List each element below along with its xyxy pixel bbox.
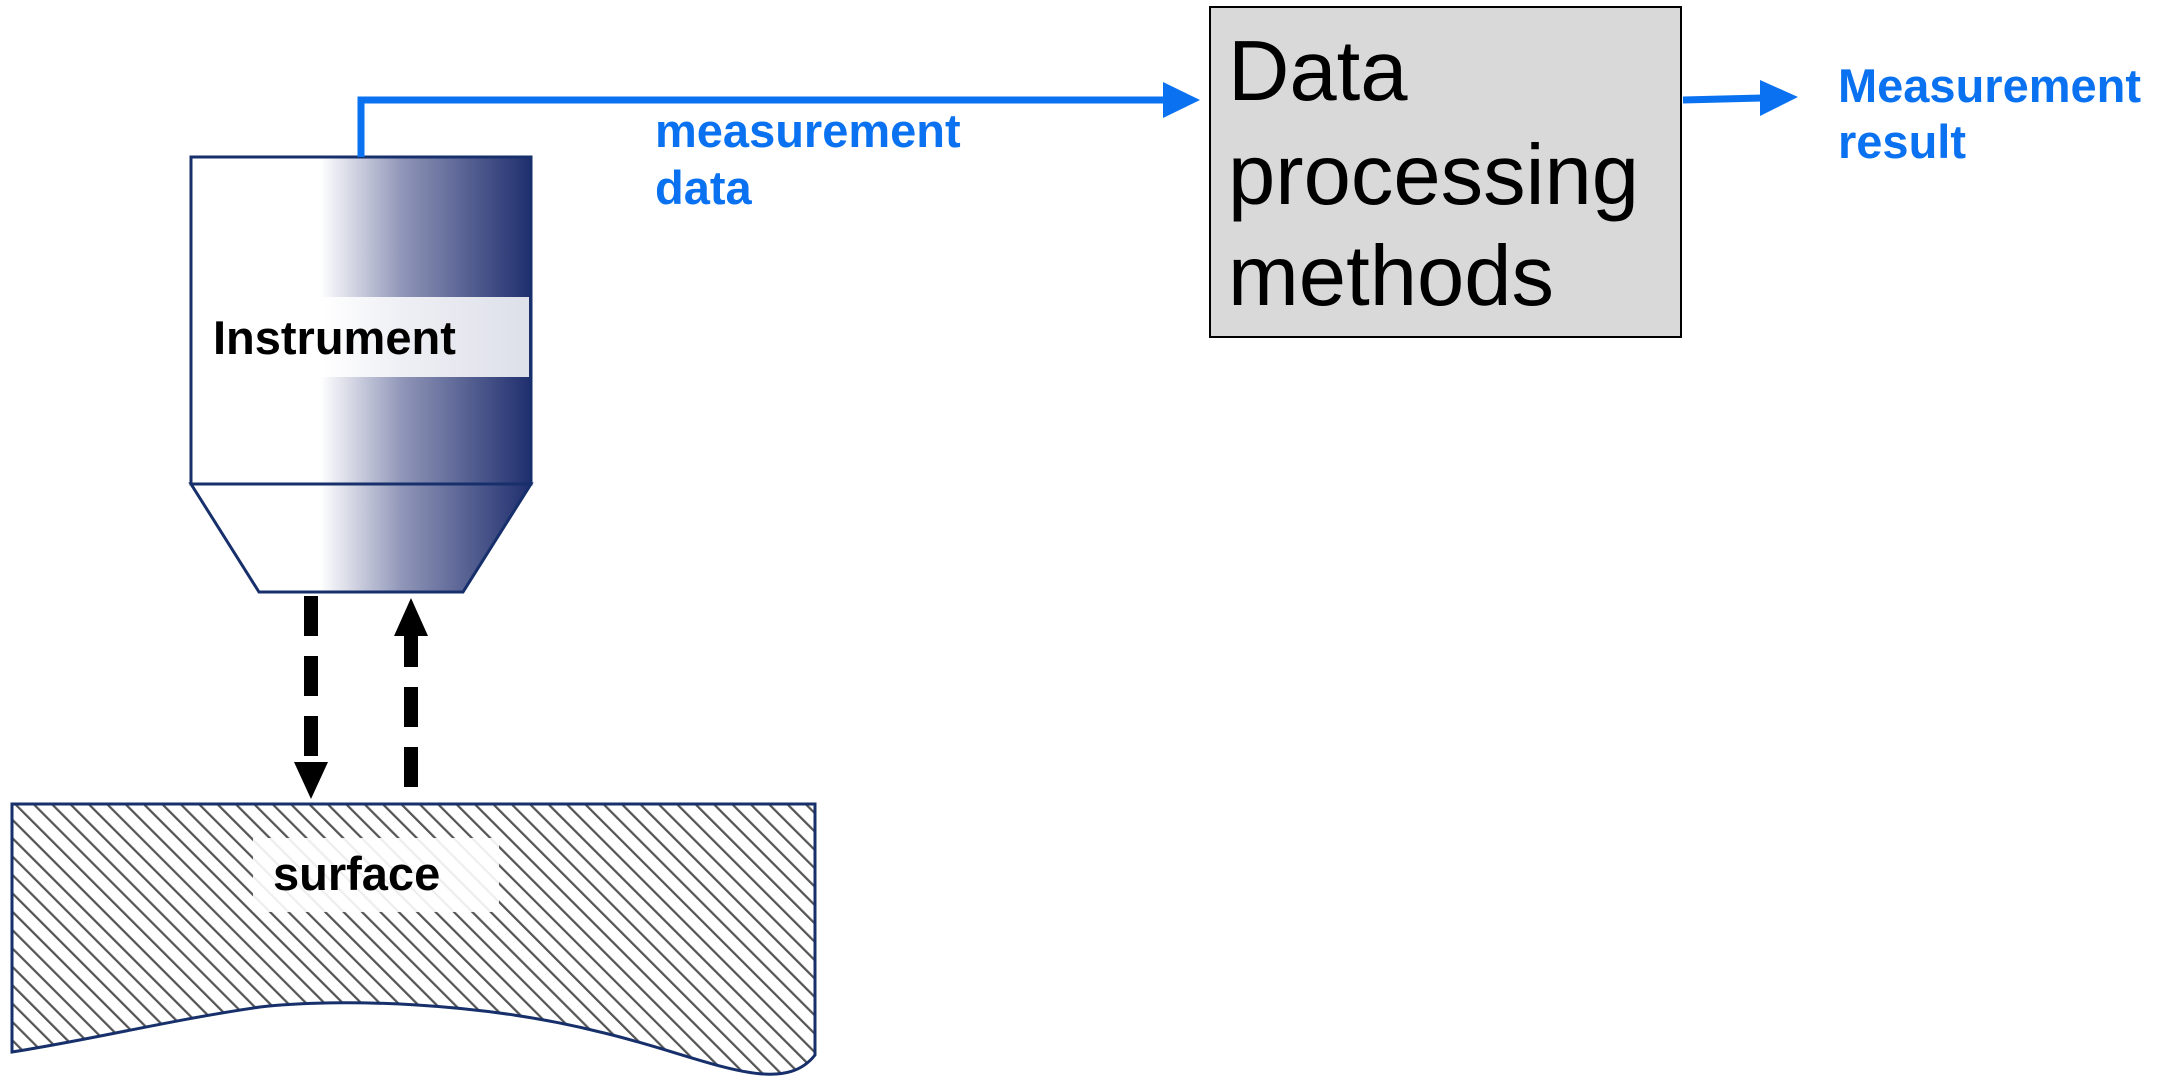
measurement-data-flow: measurement data [357,82,1200,214]
probe-down-arrowhead [294,762,328,799]
surface: surface [10,802,817,1076]
processing-box-frame [1209,6,1682,338]
surface-label: surface [273,847,440,900]
surface-label-band [253,838,499,912]
probe-arrows [294,596,428,799]
instrument-label: Instrument [213,311,456,364]
measurement-data-arrow [357,96,1165,157]
instrument-label-band [193,297,529,377]
measurement-data-label-line1: measurement [655,104,961,157]
probe-up-arrowhead [394,598,428,636]
result-flow: Measurement result [1682,59,2141,168]
instrument-lens [188,482,534,594]
result-arrowhead [1760,80,1798,116]
instrument: Instrument [188,155,534,594]
processing-box-line1: Data [1228,24,1408,119]
processing-box-line3: methods [1228,229,1554,324]
processing-box: Data processing methods [1209,6,1682,338]
processing-box-line2: processing [1228,128,1639,223]
measurement-data-label-line2: data [655,161,753,214]
result-arrow [1682,94,1763,104]
surface-block [10,802,817,1076]
result-label-line1: Measurement [1838,59,2141,112]
result-label-line2: result [1838,115,1966,168]
measurement-data-arrowhead [1163,82,1200,118]
